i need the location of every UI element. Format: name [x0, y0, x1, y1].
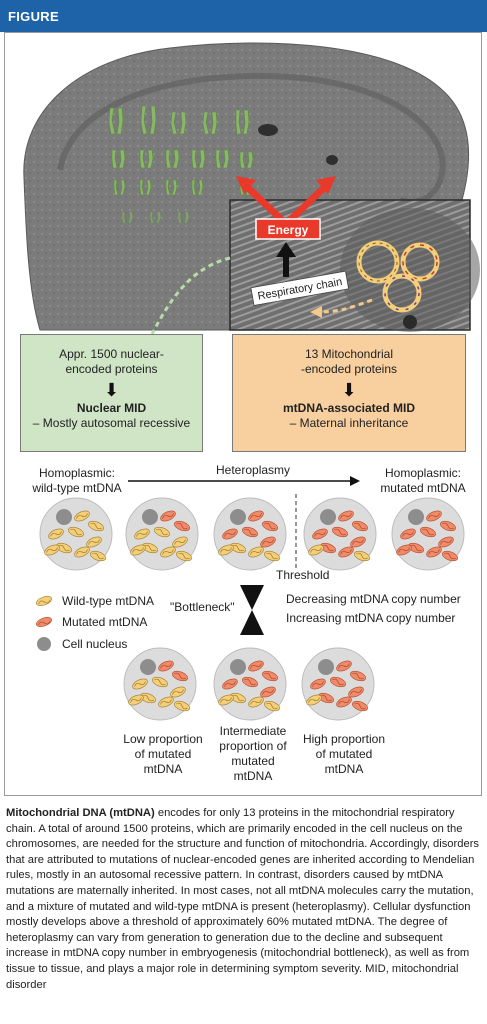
mito-box-line1: 13 Mitochondrial	[304, 347, 394, 361]
cell-nucleus-icon	[320, 509, 336, 525]
figure-header: FIGURE	[0, 0, 487, 32]
caption-text: encodes for only 13 proteins in the mito…	[6, 807, 480, 991]
homoplasmic-mutated-label: Homoplasmic: mutated mtDNA	[380, 466, 466, 495]
nucleolus-icon	[258, 124, 278, 136]
mito-dashed-arrow	[317, 298, 373, 314]
figure-label: FIGURE	[8, 9, 59, 24]
copy-number-increase: Increasing mtDNA copy number	[286, 611, 456, 625]
legend-icons	[36, 596, 52, 651]
bottleneck-label: "Bottleneck"	[170, 600, 235, 614]
cell-row2-1	[123, 647, 197, 721]
low-proportion-label: Low proportion of mutated mtDNA	[123, 732, 203, 776]
nuclear-dashed-arrow	[150, 256, 231, 335]
wildtype-mtdna-icon	[36, 596, 52, 606]
figure-caption: Mitochondrial DNA (mtDNA) encodes for on…	[6, 806, 482, 993]
legend-nucleus: Cell nucleus	[62, 637, 128, 651]
cell-row1-1	[39, 497, 113, 571]
mito-box-subtitle: – Maternal inheritance	[289, 416, 409, 430]
down-arrow-icon: ⬇	[103, 380, 120, 400]
homoplasmic-wildtype-label: Homoplasmic: wild-type mtDNA	[32, 466, 122, 495]
energy-arrows-icon	[242, 182, 330, 224]
heteroplasmy-label: Heteroplasmy	[216, 463, 291, 477]
mito-box-line2: -encoded proteins	[300, 362, 398, 376]
intermediate-proportion-label: Intermediate proportion of mutated mtDNA	[219, 724, 287, 783]
nuclear-box-title: Nuclear MID	[76, 401, 147, 415]
legend-mutated: Mutated mtDNA	[62, 615, 148, 629]
up-arrow-icon	[276, 242, 296, 277]
bottleneck-top-icon	[240, 585, 264, 610]
threshold-label: Threshold	[276, 568, 330, 582]
mitochondrion-inset	[229, 199, 480, 332]
mutated-mtdna-icon	[36, 617, 52, 627]
high-proportion-label: High proportion of mutated mtDNA	[302, 732, 386, 776]
nuclear-box-subtitle: – Mostly autosomal recessive	[32, 416, 191, 430]
chromosomes-icon	[108, 105, 254, 224]
nucleolus-icon	[326, 155, 338, 165]
energy-label: Energy	[268, 223, 309, 237]
legend-wildtype: Wild-type mtDNA	[62, 594, 155, 608]
down-arrow-icon: ⬇	[341, 380, 357, 400]
cell-nucleus-icon	[230, 509, 246, 525]
cell-row2-2	[213, 647, 287, 721]
nuclear-box-line2: encoded proteins	[65, 362, 158, 376]
cell-nucleus-icon	[230, 659, 246, 675]
caption-lead: Mitochondrial DNA (mtDNA)	[6, 807, 155, 819]
cell-nucleus-icon	[56, 509, 72, 525]
figure-illustration: Energy Respiratory chain	[23, 42, 480, 721]
cell-row2-3	[301, 647, 375, 721]
cell-nucleus-icon	[37, 637, 51, 651]
energy-badge	[255, 218, 321, 240]
cell-row1-5	[391, 497, 465, 571]
cell-row1-3	[213, 497, 287, 571]
cell-nucleus-icon	[142, 509, 158, 525]
cell-row1-2	[125, 497, 199, 571]
mtdna-mid-box: 13 Mitochondrial -encoded proteins ⬇ mtD…	[232, 334, 466, 452]
figure-frame	[4, 32, 482, 796]
nuclear-mid-box: Appr. 1500 nuclear- encoded proteins ⬇ N…	[20, 334, 203, 452]
cell-nucleus-icon	[408, 509, 424, 525]
cell-row1-4	[303, 497, 377, 571]
cell-nucleus-icon	[140, 659, 156, 675]
nuclear-box-line1: Appr. 1500 nuclear-	[59, 347, 164, 361]
mito-box-title: mtDNA-associated MID	[282, 401, 416, 415]
cell-nucleus-icon	[318, 659, 334, 675]
bottleneck-bottom-icon	[240, 610, 264, 635]
copy-number-decrease: Decreasing mtDNA copy number	[286, 592, 461, 606]
